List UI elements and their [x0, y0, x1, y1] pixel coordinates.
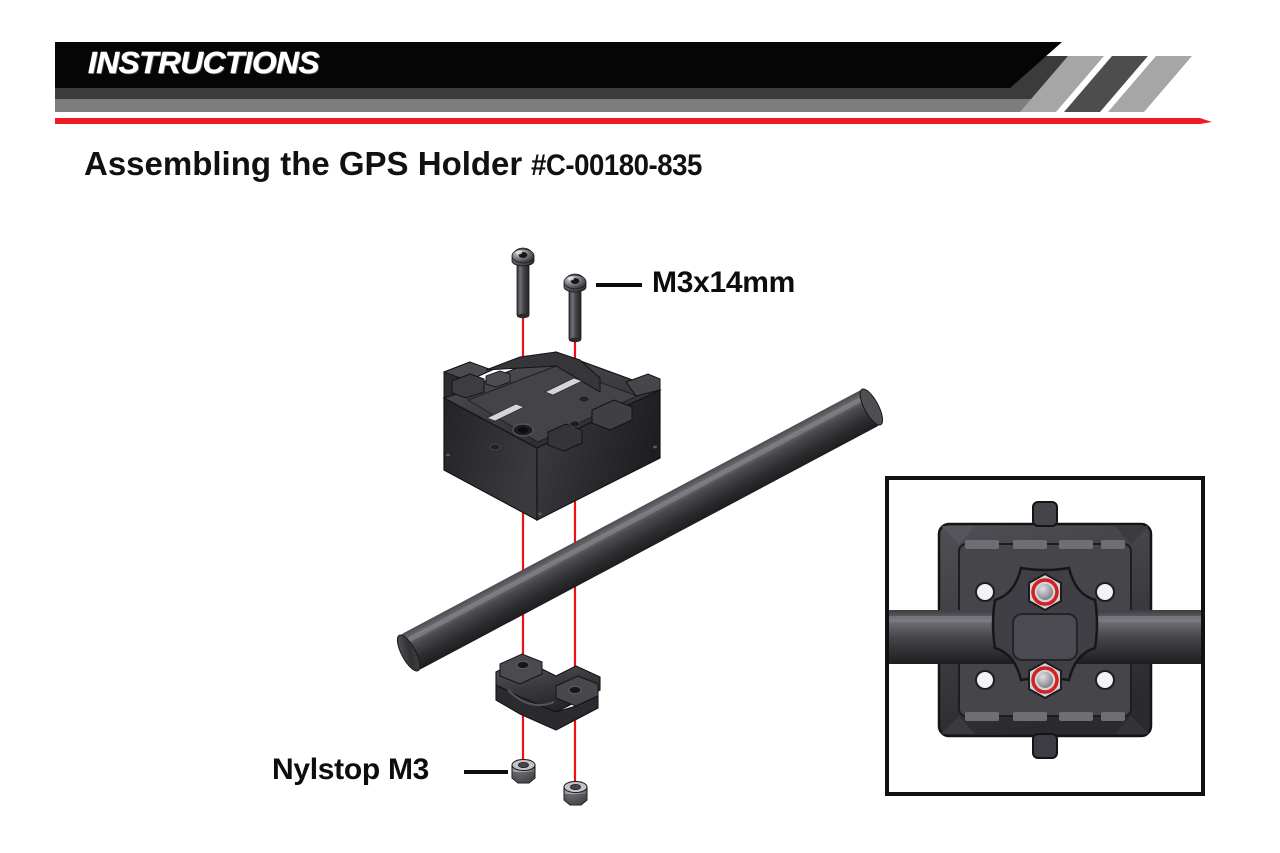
holder-rivet-bottom [538, 512, 542, 516]
tube-end-cap-left [396, 634, 421, 672]
holder-back-wall-right [625, 373, 661, 397]
nut-left-top-face [511, 759, 536, 771]
nut-callout-leader-line [464, 770, 508, 774]
holder-back-wall-left-top [442, 361, 494, 382]
header-graphics [55, 42, 1212, 124]
inset-ear-bottom [1032, 733, 1058, 759]
holder-slot-right [544, 377, 583, 396]
holder-top-rim [442, 351, 662, 449]
nut-right-body [563, 781, 588, 806]
nut-left-body [511, 759, 536, 784]
clamp-hole-left [516, 660, 530, 670]
screw-left-head-top [511, 248, 535, 264]
inset-hole-bottom-left [975, 670, 995, 690]
screw-left [511, 247, 535, 319]
nylstop-nut-right [563, 781, 588, 806]
holder-side-tab-left [451, 373, 485, 399]
holder-slot-left [486, 403, 525, 422]
header-red-rule [55, 118, 1212, 124]
nut-left-shadow [512, 772, 535, 783]
screw-callout-leader-line [596, 283, 642, 287]
instructions-banner-text: INSTRUCTIONS [88, 45, 320, 81]
inset-hole-bottom-right [1095, 670, 1115, 690]
tube-body [400, 390, 880, 670]
clamp-boss-right [555, 675, 599, 707]
screw-right [563, 273, 587, 343]
clamp-boss-left [499, 653, 543, 685]
header-chevron-1 [1020, 56, 1104, 112]
screw-right-shaft-end [569, 337, 581, 343]
tube-specular-highlight [408, 398, 861, 642]
page-title-part-number: #C-00180-835 [531, 149, 703, 182]
screw-left-shaft-end [517, 313, 529, 319]
page-title-main: Assembling the GPS Holder [84, 145, 532, 182]
nut-right-shadow [564, 794, 587, 805]
inset-corner-chamfer-tr [1115, 526, 1149, 544]
clamp-hole-right [568, 685, 582, 695]
inset-hole-top-left [975, 582, 995, 602]
holder-hole-center-left-inner [518, 427, 528, 433]
nut-right-thread-hole [570, 784, 581, 791]
inset-nut-bottom [1028, 660, 1062, 700]
screw-callout-label: M3x14mm [652, 266, 795, 299]
inset-corner-chamfer-bl [941, 716, 975, 734]
holder-hole-center-left [512, 423, 534, 437]
clamp-front-skirt [495, 684, 599, 731]
page-title: Assembling the GPS Holder #C-00180-835 [84, 145, 717, 183]
header-stripe-mid-gray [55, 74, 1075, 112]
nut-right-top-face [563, 781, 588, 793]
holder-back-hump [485, 351, 601, 393]
nylstop-nut-left [511, 759, 536, 784]
header-banner: INSTRUCTIONS [0, 0, 1280, 130]
inset-slots-bottom [965, 712, 1125, 721]
nut-left-thread-hole [518, 762, 529, 769]
header-stripe-dark-gray [55, 56, 1090, 99]
inset-corner-chamfer-br [1115, 716, 1149, 734]
screw-right-shaft [568, 287, 582, 341]
header-black-banner [55, 42, 1062, 88]
inset-bottom-view-graphic [889, 501, 1201, 759]
inset-nut-top-core [1037, 584, 1053, 600]
inset-clamp-window [1012, 613, 1078, 661]
clamp-tube-groove [507, 689, 555, 706]
holder-front-right-face [536, 389, 661, 521]
holder-rivet-left [446, 453, 450, 457]
holder-front-left-face [443, 396, 538, 522]
holder-front-notch [485, 370, 511, 388]
clamp-top-face [495, 659, 601, 713]
holder-inner-floor [466, 365, 639, 443]
inset-corner-chamfer-tl [941, 526, 975, 544]
screw-left-shaft [516, 261, 530, 317]
inset-nut-bottom-core [1037, 672, 1053, 688]
holder-side-tab-right-upper [591, 399, 633, 431]
inset-nut-top [1028, 572, 1062, 612]
holder-rivet-right [653, 445, 657, 449]
holder-hole-center-right [569, 420, 581, 428]
screw-left-highlight [515, 250, 523, 255]
holder-hole-small-left [489, 443, 501, 451]
screw-right-hex-socket [570, 278, 580, 284]
tube-end-cap-right [859, 388, 884, 426]
holder-hole-small-right [578, 395, 590, 403]
inset-nut-bottom-red-ring [1031, 666, 1059, 694]
holder-back-wall-left [443, 361, 471, 399]
inset-ear-top [1032, 501, 1058, 527]
inset-hole-top-right [1095, 582, 1115, 602]
header-chevron-3 [1108, 56, 1192, 112]
gps-holder-tray [442, 351, 662, 522]
holder-side-tab-right-lower [547, 423, 583, 452]
screw-right-head [563, 273, 587, 293]
inset-slots-top [965, 540, 1125, 549]
header-chevron-2 [1064, 56, 1148, 112]
screw-left-head [511, 247, 535, 267]
inset-detail-box [885, 476, 1205, 796]
assembly-centerlines [521, 300, 577, 800]
carbon-tube [396, 388, 884, 672]
screw-right-highlight [567, 276, 575, 281]
inset-nut-top-red-ring [1031, 578, 1059, 606]
screw-right-head-top [563, 274, 587, 290]
nut-callout-label: Nylstop M3 [272, 753, 430, 786]
screw-left-hex-socket [518, 252, 528, 258]
tube-clamp-saddle [495, 653, 601, 731]
